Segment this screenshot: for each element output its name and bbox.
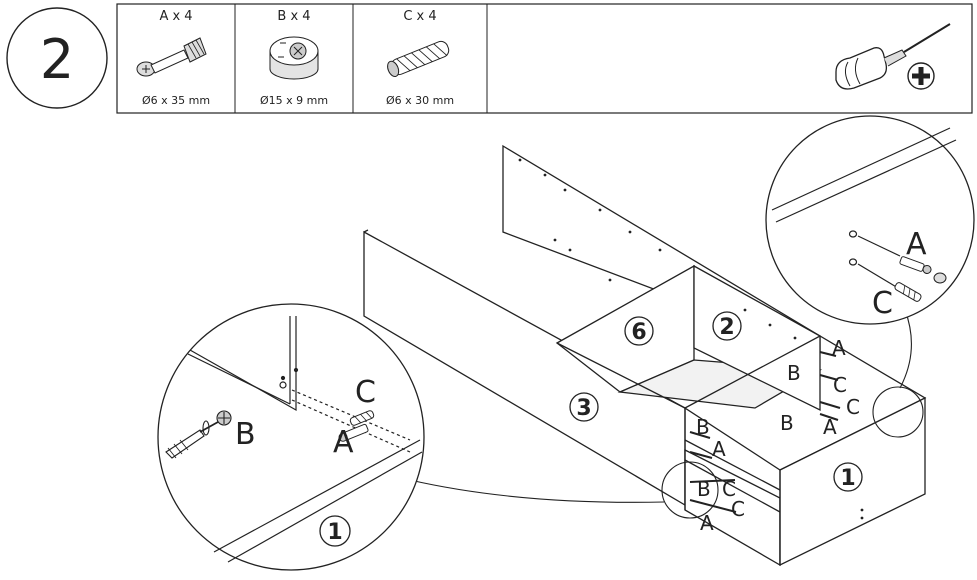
panel-1-badge	[833, 462, 863, 492]
part-b-name: B x 4	[277, 9, 310, 24]
cam-bolt-icon	[136, 37, 207, 77]
callout-connectors	[409, 309, 924, 519]
panel-2-label: 2	[719, 315, 734, 340]
letter-b: B	[787, 361, 801, 385]
part-a-name: A x 4	[159, 9, 192, 24]
part-a-size: Ø6 x 35 mm	[142, 94, 210, 107]
panel-3-badge	[569, 392, 599, 422]
letter-a: A	[712, 437, 726, 461]
pre-drilled-holes	[518, 158, 864, 520]
letter-c: C	[722, 477, 736, 501]
panel-1-label: 1	[840, 466, 855, 491]
cabinet-assembly	[363, 144, 927, 567]
step-number: 2	[40, 28, 74, 91]
fastener-markers	[689, 351, 841, 513]
parts-strip: A x 4 Ø6 x 35 mm B x 4 Ø15 x 9 mm C x 4 …	[116, 3, 973, 114]
letter-c: C	[872, 286, 893, 321]
wooden-dowel-icon	[387, 40, 450, 78]
panel-1-label: 1	[327, 520, 342, 545]
letter-c: C	[833, 373, 847, 397]
letter-b: B	[235, 417, 256, 452]
letter-a: A	[906, 227, 927, 262]
letter-c: C	[846, 395, 860, 419]
step-badge: 2	[6, 7, 108, 109]
cam-lock-nut-icon	[269, 36, 319, 80]
letter-c: C	[731, 497, 745, 521]
letter-b: B	[696, 415, 710, 439]
detail-callout-left: C A B 1	[157, 303, 425, 571]
part-b-size: Ø15 x 9 mm	[260, 94, 328, 107]
panel-6-badge	[624, 316, 654, 346]
part-c-size: Ø6 x 30 mm	[386, 94, 454, 107]
letter-b: B	[697, 477, 711, 501]
letter-a: A	[333, 425, 354, 460]
panel-2-badge	[712, 311, 742, 341]
letter-a: A	[700, 511, 714, 535]
phillips-screwdriver-icon	[835, 23, 951, 90]
letter-a: A	[823, 415, 837, 439]
letter-b: B	[780, 411, 794, 435]
part-c-name: C x 4	[403, 9, 436, 24]
panel-2	[693, 264, 821, 412]
letter-a: A	[832, 336, 846, 360]
fastener-letters: A B C C B A B A B C C A	[696, 336, 860, 535]
detail-callout-right: A C	[765, 115, 975, 325]
letter-c: C	[355, 375, 376, 410]
panel-3-label: 3	[576, 396, 591, 421]
panel-6-label: 6	[631, 320, 646, 345]
